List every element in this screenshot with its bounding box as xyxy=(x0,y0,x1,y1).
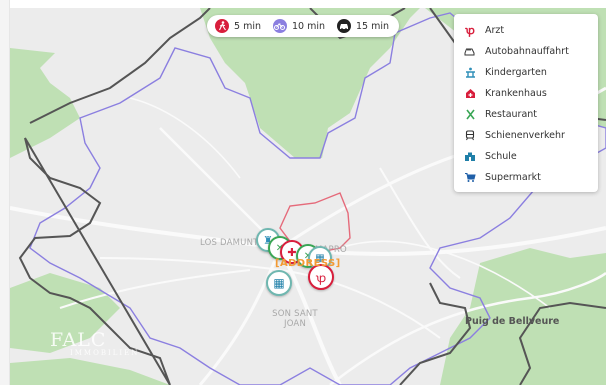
poi-row-restaurant[interactable]: Restaurant xyxy=(454,104,598,125)
travel-mode-legend: 5 min 10 min 15 min xyxy=(207,15,400,37)
poi-row-autobahnauffahrt[interactable]: Autobahnauffahrt xyxy=(454,41,598,62)
hospital-icon: ✚ xyxy=(287,245,297,259)
poi-row-schienenverkehr[interactable]: Schienenverkehr xyxy=(454,125,598,146)
travel-mode-car-label: 15 min xyxy=(356,20,390,32)
poi-row-krankenhaus[interactable]: Krankenhaus xyxy=(454,83,598,104)
poi-label-arzt: Arzt xyxy=(485,25,505,36)
bike-isochrone xyxy=(29,12,606,385)
address-marker-label[interactable]: [ADDRESS] xyxy=(275,258,341,269)
walking-person-icon xyxy=(215,19,229,33)
stethoscope-icon: ꝕ xyxy=(465,24,475,37)
poi-label-schule: Schule xyxy=(485,151,517,162)
kindergarten-icon: ♜ xyxy=(263,233,273,247)
highway-car-icon xyxy=(463,45,477,59)
brand-watermark: FALC IMMOBILIEN xyxy=(50,329,139,357)
cutlery-icon: ✕ xyxy=(276,243,284,254)
poi-row-arzt[interactable]: ꝕ Arzt xyxy=(454,20,598,41)
hospital-icon xyxy=(463,87,477,101)
left-edge-bar xyxy=(0,0,10,385)
school-icon: ▦ xyxy=(315,252,325,264)
watermark-logo-text: FALC xyxy=(50,329,107,351)
watermark-logo-subtext: IMMOBILIEN xyxy=(70,349,140,357)
cutlery-icon xyxy=(463,108,477,122)
travel-mode-bike-label: 10 min xyxy=(291,20,326,32)
cutlery-icon: ✕ xyxy=(304,251,312,262)
map-marker-school[interactable]: ▦ xyxy=(266,270,292,296)
shopping-cart-icon xyxy=(463,171,477,185)
poi-label-supermarkt: Supermarkt xyxy=(485,172,541,183)
place-label-los-damunt: LOS DAMUNT xyxy=(200,238,259,248)
school-icon xyxy=(463,150,477,164)
poi-row-supermarkt[interactable]: Supermarkt xyxy=(454,167,598,188)
peak-label: Puig de Bellveure xyxy=(465,316,560,327)
kindergarten-icon xyxy=(463,66,477,80)
travel-mode-walk[interactable]: 5 min xyxy=(215,19,261,33)
travel-mode-walk-label: 5 min xyxy=(234,20,261,32)
poi-row-schule[interactable]: Schule xyxy=(454,146,598,167)
place-label-mapro: MAPRÓ xyxy=(315,245,347,255)
bicycle-icon xyxy=(272,19,287,33)
car-icon xyxy=(337,19,352,33)
poi-label-restaurant: Restaurant xyxy=(485,109,538,120)
poi-label-kindergarten: Kindergarten xyxy=(485,67,547,78)
stethoscope-icon: ꝕ xyxy=(315,270,327,285)
travel-mode-bike[interactable]: 10 min xyxy=(272,19,326,33)
poi-label-schienenverkehr: Schienenverkehr xyxy=(485,130,565,141)
place-label-son-sant-joan: SON SANT JOAN xyxy=(272,309,318,329)
poi-label-autobahnauffahrt: Autobahnauffahrt xyxy=(485,46,569,57)
poi-legend-panel: ꝕ Arzt Autobahnauffahrt Kindergarten Kr xyxy=(454,14,598,192)
poi-label-krankenhaus: Krankenhaus xyxy=(485,88,547,99)
train-icon xyxy=(463,129,477,143)
isochrone-map[interactable]: LOS DAMUNT MAPRÓ SON SANT JOAN Puig de B… xyxy=(10,8,606,385)
travel-mode-car[interactable]: 15 min xyxy=(337,19,389,33)
poi-row-kindergarten[interactable]: Kindergarten xyxy=(454,62,598,83)
school-icon: ▦ xyxy=(273,276,285,290)
map-marker-doctor[interactable]: ꝕ xyxy=(308,264,334,290)
